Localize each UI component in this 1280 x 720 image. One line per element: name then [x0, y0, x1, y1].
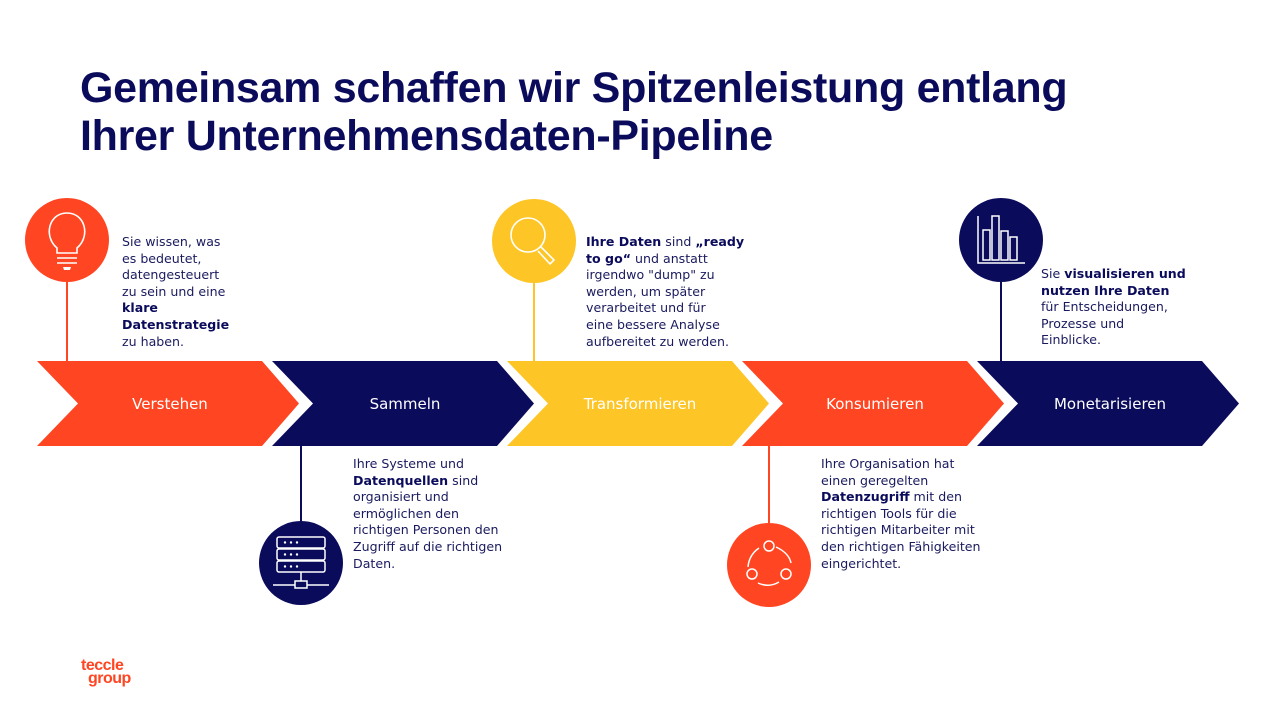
stage-label: Monetarisieren	[1054, 395, 1166, 413]
magnifier-icon	[492, 199, 576, 283]
cycle-icon	[727, 523, 811, 607]
chevron-transformieren	[507, 361, 769, 446]
stage-label: Sammeln	[370, 395, 441, 413]
stage-label: Verstehen	[132, 395, 208, 413]
page-title: Gemeinsam schaffen wir Spitzenleistung e…	[80, 64, 1068, 160]
stage-label: Transformieren	[583, 395, 697, 413]
lightbulb-icon	[25, 198, 109, 282]
chevron-konsumieren	[742, 361, 1004, 446]
chevron-sammeln	[272, 361, 534, 446]
title-line-1: Gemeinsam schaffen wir Spitzenleistung e…	[80, 64, 1068, 112]
chevron-verstehen	[37, 361, 299, 446]
chevron-monetarisieren	[977, 361, 1239, 446]
bar-chart-icon	[959, 198, 1043, 282]
stage-label: Konsumieren	[826, 395, 924, 413]
title-line-2: Ihrer Unternehmensdaten-Pipeline	[80, 112, 773, 160]
server-icon	[259, 521, 343, 605]
